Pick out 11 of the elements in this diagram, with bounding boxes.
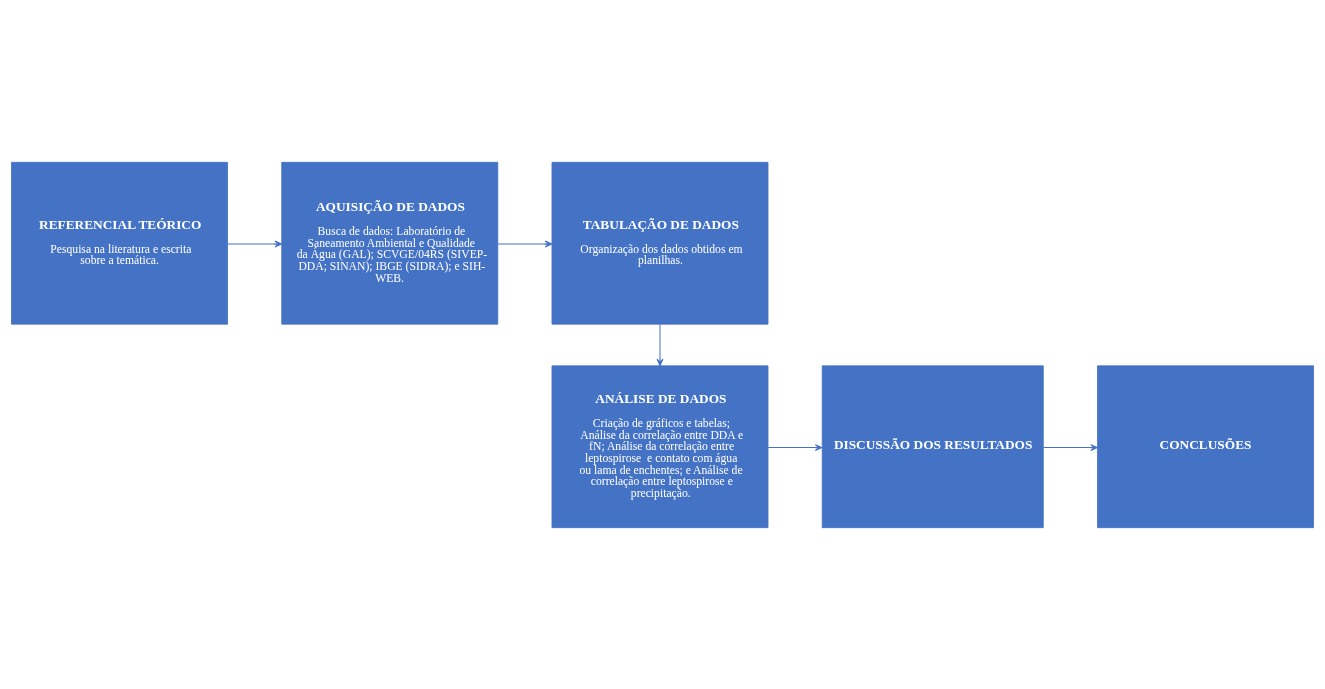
arrow bbox=[656, 323, 664, 366]
node-box: ANÁLISE DE DADOS Criação de gráficos e tabelas; Análise da correlação entre DDA e fN; Análise da correlação entre leptospirose e contato com água ou lama de enchentes; e Análise de correlação entre leptospirose e precipitação. bbox=[551, 364, 769, 528]
node-box: DISCUSSÃO DOS RESULTADOS bbox=[821, 364, 1044, 528]
arrow bbox=[767, 443, 823, 451]
node-box: REFERENCIAL TEÓRICO Pesquisa na literatura e escrita sobre a temática. bbox=[11, 161, 228, 325]
arrow bbox=[497, 240, 553, 248]
arrow bbox=[227, 240, 283, 248]
node-box: AQUISIÇÃO DE DADOS Busca de dados: Laboratório de Saneamento Ambiental e Qualidade da Água (GAL); SCVGE/04RS (SIVEP-DDA; SINAN); IBGE (SIDRA); e SIH-WEB. bbox=[281, 161, 499, 325]
node-box: TABULAÇÃO DE DADOS Organização dos dados obtidos em planilhas. bbox=[551, 161, 769, 325]
arrow bbox=[1042, 443, 1098, 451]
node-box: CONCLUSÕES bbox=[1097, 364, 1314, 528]
